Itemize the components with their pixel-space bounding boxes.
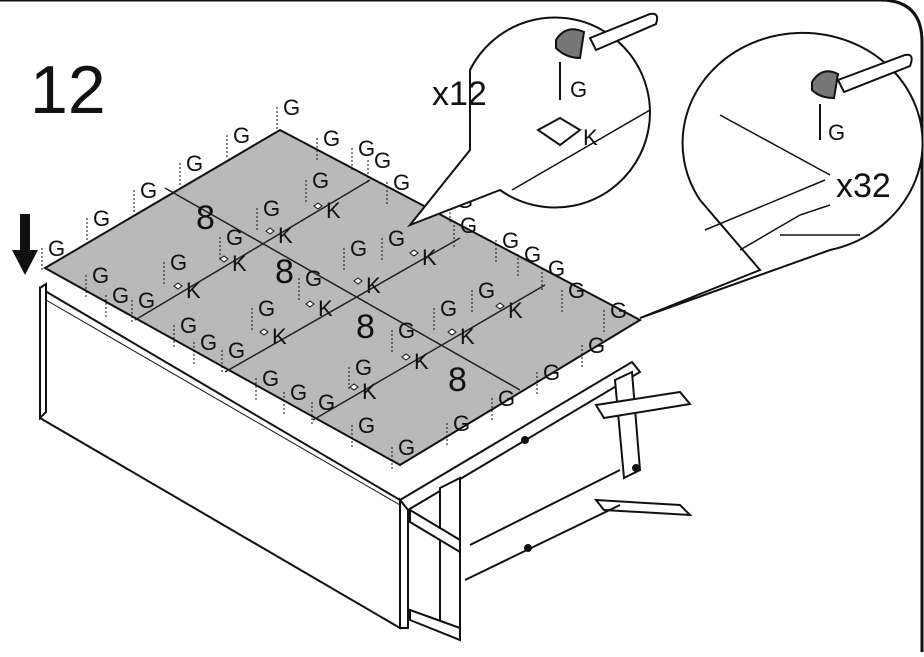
callout-quantity: x32	[836, 167, 891, 205]
panel-number: 8	[196, 199, 215, 237]
nail-label: G	[112, 283, 129, 308]
plate-marker	[447, 328, 457, 336]
nail-label: G	[358, 413, 375, 438]
plate-label: K	[186, 278, 201, 303]
plate-marker	[305, 300, 315, 308]
plate-marker	[495, 302, 505, 310]
nail-label: G	[93, 206, 110, 231]
down-arrow-icon	[12, 214, 38, 275]
nail-label: G	[350, 236, 367, 261]
hammer-icon	[811, 53, 913, 100]
nail-label: G	[262, 366, 279, 391]
plate-icon	[536, 116, 582, 147]
step-number: 12	[30, 52, 106, 128]
plate-labels: K K K K K K K K K K K K	[173, 198, 523, 404]
nail-label: G	[460, 213, 477, 238]
frame-structure	[398, 360, 693, 642]
plate-label: K	[278, 223, 293, 248]
nail-label: G	[263, 196, 280, 221]
plate-label: K	[318, 296, 333, 321]
nail-label: G	[186, 151, 203, 176]
nail-label: G	[140, 178, 157, 203]
nail-label: G	[543, 360, 560, 385]
callout-right: G x32	[639, 31, 924, 319]
nail-label: G	[48, 236, 65, 261]
plate-marker	[409, 249, 419, 257]
nail-label: G	[828, 120, 845, 145]
nail-label: G	[568, 278, 585, 303]
nail-label: G	[398, 435, 415, 460]
plate-marker	[259, 328, 269, 336]
nail-label: G	[200, 330, 217, 355]
nail-label: G	[524, 242, 541, 267]
callout-top: x12 G K	[406, 12, 659, 228]
plate-label: K	[362, 379, 377, 404]
nail-label: G	[610, 298, 627, 323]
nail-label: G	[138, 288, 155, 313]
nail-label: G	[226, 225, 243, 250]
plate-marker	[349, 383, 359, 391]
plate-label: K	[232, 251, 247, 276]
nail-label: G	[170, 250, 187, 275]
plate-label: K	[422, 245, 437, 270]
nail-label: G	[92, 263, 109, 288]
plate-label: K	[272, 324, 287, 349]
panel-number: 8	[356, 308, 375, 346]
nail-label: G	[258, 296, 275, 321]
panel-seams	[134, 179, 546, 421]
top-panel	[42, 128, 643, 467]
nail-label: G	[358, 136, 375, 161]
nail-label: G	[283, 95, 300, 120]
nail-label: G	[453, 411, 470, 436]
nail-label: G	[290, 380, 307, 405]
plate-label: K	[460, 324, 475, 349]
nail-label: G	[440, 296, 457, 321]
nail-label: G	[502, 228, 519, 253]
nail-label: G	[312, 168, 329, 193]
nail-label: G	[498, 386, 515, 411]
plate-marker	[401, 353, 411, 361]
plate-label: K	[366, 273, 381, 298]
nail-label: G	[180, 313, 197, 338]
plate-label: K	[508, 298, 523, 323]
nail-label: G	[393, 170, 410, 195]
nail-label: G	[228, 338, 245, 363]
nail-label: G	[318, 390, 335, 415]
plate-label: K	[414, 349, 429, 374]
nail-label: G	[388, 226, 405, 251]
plate-label: K	[326, 198, 341, 223]
nail-label: G	[374, 148, 391, 173]
nail-label: G	[305, 266, 322, 291]
nail-label: G	[570, 77, 587, 102]
plate-marker	[219, 255, 229, 263]
nail-label: G	[323, 126, 340, 151]
nail-label: G	[398, 318, 415, 343]
nail-label: G	[588, 333, 605, 358]
nail-label: G	[355, 355, 372, 380]
nail-label: G	[233, 123, 250, 148]
plate-marker	[173, 282, 183, 290]
panel-number: 8	[448, 361, 467, 399]
callout-quantity: x12	[432, 75, 487, 113]
plate-label: K	[583, 125, 598, 150]
plate-marker	[313, 202, 323, 210]
nail-label: G	[478, 278, 495, 303]
plate-marker	[353, 277, 363, 285]
nail-label: G	[548, 256, 565, 281]
hammer-icon	[555, 12, 659, 60]
plate-marker	[265, 227, 275, 235]
panel-number: 8	[275, 253, 294, 291]
